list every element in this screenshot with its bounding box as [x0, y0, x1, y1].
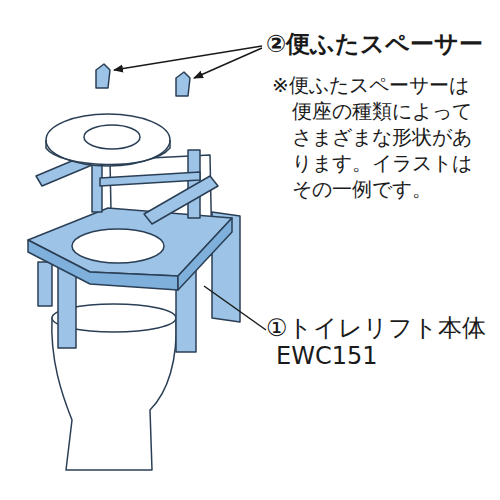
- model-number: EWC151: [276, 342, 377, 370]
- callout-part-name: ①トイレリフト本体: [266, 312, 486, 344]
- callout-part-name: ②便ふたスペーサー: [266, 28, 483, 60]
- note-text: ※便ふたスペーサーは便座の種類によってさまざまな形状があります。イラストはその一…: [272, 72, 482, 202]
